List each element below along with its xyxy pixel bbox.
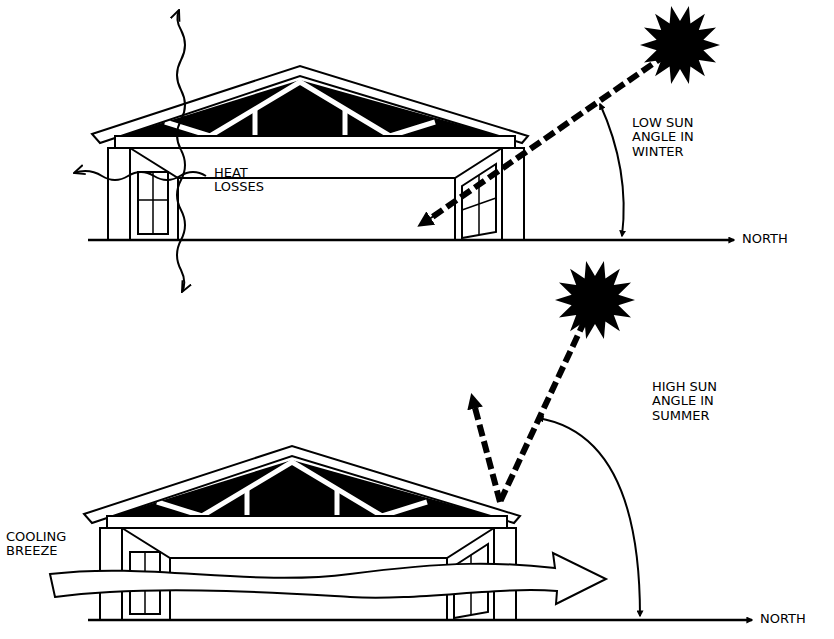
heat-loss-arrow: [177, 150, 185, 292]
annotation-label: COOLING BREEZE: [6, 530, 84, 559]
sun: [640, 6, 720, 84]
annotation-label: NORTH: [760, 612, 806, 626]
sun: [555, 261, 635, 339]
angle-arc: [600, 104, 624, 236]
summer-scene: [50, 261, 752, 620]
heat-loss-arrow: [74, 171, 206, 180]
ray-head: [472, 396, 477, 416]
heat-loss-arrow: [177, 10, 185, 150]
sun-ray: [500, 305, 592, 502]
annotation-label: NORTH: [742, 232, 788, 246]
breeze-arrow: [50, 553, 606, 604]
winter-scene: [74, 6, 734, 292]
ground-line: [88, 619, 752, 622]
ground-line: [88, 239, 734, 242]
reflected-ray: [474, 404, 500, 502]
annotation-label: LOW SUN ANGLE IN WINTER: [632, 116, 714, 159]
annotation-label: HIGH SUN ANGLE IN SUMMER: [652, 380, 744, 423]
ray-head: [420, 212, 440, 225]
house: [92, 66, 528, 240]
annotation-label: HEAT LOSSES: [214, 166, 280, 195]
